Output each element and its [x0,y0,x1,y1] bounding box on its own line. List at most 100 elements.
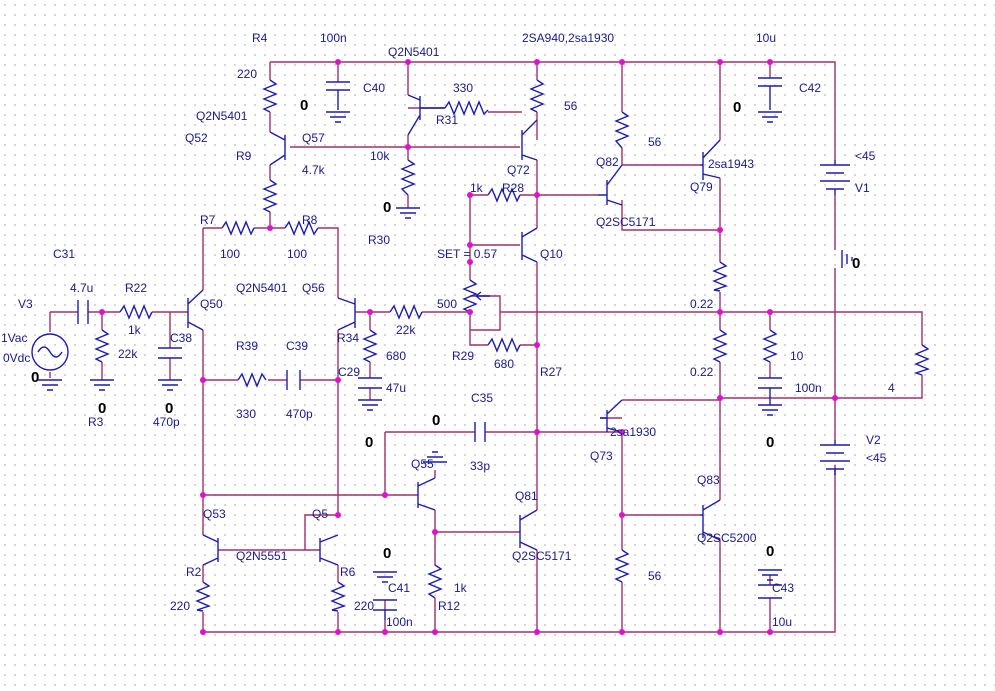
label-Q72: Q72 [507,163,530,177]
ground-Q55 [423,451,447,463]
resistor-R28 [487,187,521,203]
label-C29: C29 [338,365,360,379]
label-4.7k: 4.7k [302,163,326,177]
resistor-load-4 [913,344,930,376]
zero-marker-c42: 0 [733,99,741,116]
label-Q53: Q53 [203,507,226,521]
label-V2: V2 [866,433,881,447]
resistor-10 [762,329,778,363]
label-C41: C41 [388,581,410,595]
capacitors [77,77,782,620]
ground-C29 [358,399,382,411]
label-R3: R3 [88,415,104,429]
resistors [94,79,930,612]
label-Q5: Q5 [312,507,328,521]
ground-C38 [158,379,182,391]
trimmer-wiper-arrow [475,291,490,301]
label-220-b: 220 [170,599,190,613]
zero-marker-c38: 0 [165,400,173,417]
resistor-56-bottom [614,549,630,583]
resistor-R9 [262,179,278,213]
label-1k-c: 1k [454,581,468,595]
label-lt45-b: <45 [866,451,887,465]
resistor-R22 [119,304,153,320]
label-q2n5401-b: Q2N5401 [196,109,248,123]
transistor-Q10 [521,227,538,263]
zero-marker-v3: 0 [31,369,39,386]
transistor-Q83 [700,499,721,541]
label-R6: R6 [340,565,356,579]
zero-marker-zobel: 0 [766,434,774,451]
zero-marker-c35: 0 [432,412,440,429]
label-0.22-b: 0.22 [690,365,714,379]
resistor-R12 [427,564,443,599]
label-C35: C35 [471,391,493,405]
ground-C42 [758,111,782,123]
capacitor-C35 [474,422,486,442]
label-47u: 47u [386,381,406,395]
label-C42: C42 [799,81,821,95]
ground-C41 [373,571,397,583]
label-470p-a: 470p [153,415,180,429]
label-330-a: 330 [453,81,473,95]
label-R9: R9 [236,149,252,163]
label-100-b: 100 [287,247,307,261]
resistor-R34 [362,329,378,363]
resistor-R4 [262,79,278,113]
label-Q10: Q10 [540,247,563,261]
capacitor-C40 [326,81,350,110]
ground-R3 [90,379,114,391]
label-100n-top: 100n [320,31,347,45]
transistor-Q5 [319,534,339,566]
label-V3: V3 [18,297,33,311]
label-R31: R31 [436,113,458,127]
capacitor-C31 [77,300,89,324]
label-Q79: Q79 [690,180,713,194]
ground-R30 [396,207,420,219]
resistor-R3 [94,329,110,363]
transistor-Q81 [519,509,538,551]
label-330-b: 330 [236,407,256,421]
label-680-a: 680 [386,349,406,363]
transistor-Q72 [521,119,538,161]
label-R39: R39 [236,339,258,353]
zero-marker-r30: 0 [383,199,391,216]
label-100n-c: 100n [386,615,413,629]
label-C40: C40 [363,81,385,95]
label-10: 10 [790,349,804,363]
labels: R4 100n Q2N5401 2SA940,2sa1930 10u 220 C… [1,31,895,629]
label-56-a: 56 [564,99,578,113]
resistor-R31 [444,100,489,116]
label-10k: 10k [370,149,390,163]
label-set: SET = 0.57 [437,247,497,261]
transistor-Q56 [337,297,356,331]
capacitor-C29 [358,377,382,389]
label-R4: R4 [252,31,268,45]
label-q2sc5171-b: Q2SC5171 [512,549,572,563]
source-V3 [31,333,69,371]
transistor-Q2N5401-top [407,94,445,136]
label-R27: R27 [540,365,562,379]
label-56-b: 56 [648,135,662,149]
label-C39: C39 [286,339,308,353]
capacitor-C38 [158,347,182,359]
zero-marker-mid: 0 [852,255,860,272]
resistor-R8 [284,220,319,236]
capacitor-C41 [373,599,397,620]
ground-zero-markers: 0 0 0 0 0 0 0 0 0 0 0 0 [31,97,860,562]
label-Q83: Q83 [697,473,720,487]
label-220-c: 220 [354,599,374,613]
resistor-R39 [237,372,267,388]
label-2sa1930: 2sa1930 [610,425,656,439]
label-V1: V1 [855,181,870,195]
label-56-c: 56 [648,569,662,583]
label-Q55: Q55 [411,457,434,471]
label-q2sc5200: Q2SC5200 [697,531,757,545]
label-C43: C43 [772,581,794,595]
label-680-b: 680 [494,357,514,371]
wires [49,61,923,633]
sources [31,160,850,475]
battery-V2 [820,440,850,475]
